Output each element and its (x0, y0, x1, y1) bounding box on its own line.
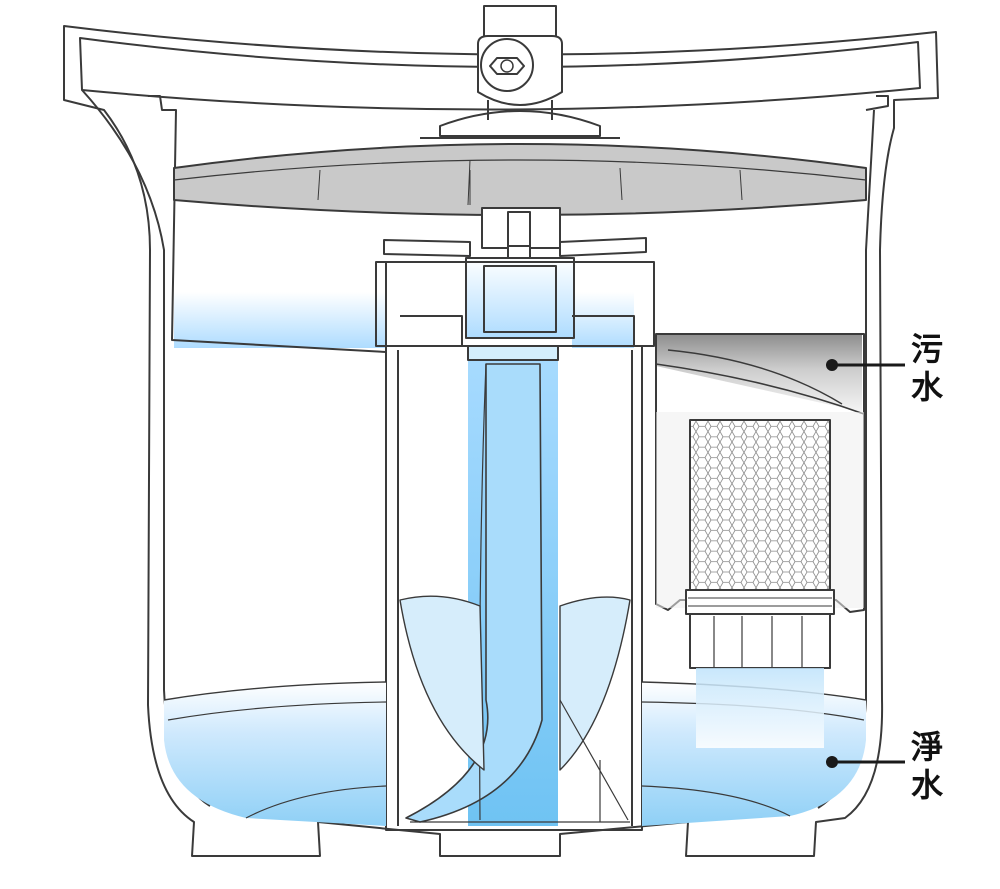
impeller-left (399, 595, 485, 771)
clean-water-label-char-2: 水 (910, 766, 943, 804)
clean-water-label: 淨 水 (907, 728, 947, 804)
filter-cap (689, 613, 831, 669)
lid-assembly (173, 5, 867, 216)
filter-body (689, 419, 831, 597)
bucket-inner-rim (79, 37, 921, 111)
lid-hub (439, 110, 601, 137)
clean-water-label-char-1: 淨 (910, 728, 943, 766)
inner-collar (375, 237, 655, 347)
dirty-water-label-char-1: 污 (910, 330, 943, 368)
upper-basin-water (174, 292, 386, 348)
upper-basin (148, 95, 889, 353)
dirty-water-fill (656, 334, 862, 412)
filter-cartridge (685, 419, 835, 748)
upper-basin-water-right (572, 292, 634, 348)
inner-drum-wall (385, 346, 643, 831)
callout-clean-water (826, 756, 905, 768)
upper-basin-rim-right (865, 95, 889, 111)
dirty-water-label: 污 水 (907, 330, 947, 406)
callout-dirty-water (826, 359, 905, 371)
dirty-water-label-char-2: 水 (910, 368, 943, 406)
filter-outflow (696, 668, 824, 748)
bolt-icon (489, 57, 525, 75)
center-coupling (465, 207, 575, 339)
impeller-right (559, 596, 631, 771)
lid-plate (173, 143, 867, 216)
inner-drum (385, 345, 643, 831)
